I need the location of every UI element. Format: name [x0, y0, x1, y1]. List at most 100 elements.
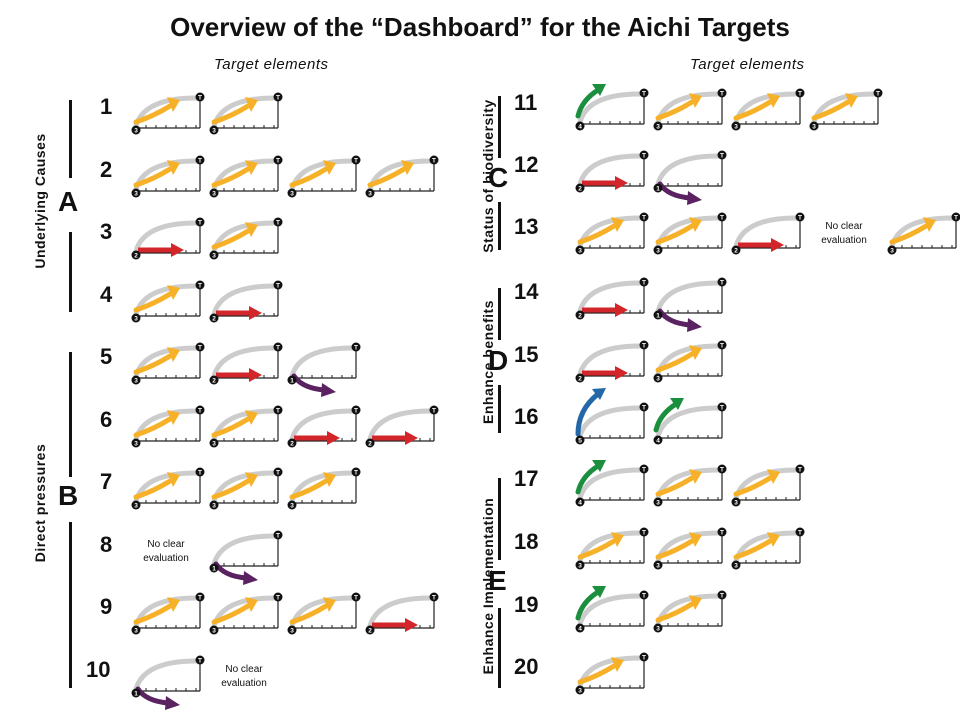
goal-a-line-bottom: [69, 232, 72, 312]
progress-gauge-yellow: T3: [209, 405, 283, 448]
goal-d-letter: D: [488, 345, 509, 376]
progress-gauge-yellow: T3: [131, 592, 205, 635]
svg-text:T: T: [276, 282, 280, 289]
target-number: 14: [514, 279, 539, 304]
progress-gauge-red: T2: [731, 212, 805, 255]
goal-c-letter: C: [488, 162, 509, 193]
svg-text:T: T: [720, 592, 724, 599]
progress-gauge-yellow: T3: [209, 592, 283, 635]
svg-text:T: T: [642, 404, 646, 411]
progress-gauge-yellow: T3: [209, 217, 283, 260]
goal-d-line-top: [498, 288, 501, 340]
progress-gauge-red: T2: [365, 405, 439, 448]
progress-gauge-yellow: T3: [809, 88, 883, 131]
goal-a-line-top: [69, 100, 72, 178]
progress-gauge-yellow: T3: [131, 342, 205, 385]
target-number: 5: [100, 344, 113, 369]
svg-text:T: T: [276, 469, 280, 476]
svg-text:T: T: [198, 157, 202, 164]
svg-text:3: 3: [578, 562, 582, 569]
svg-text:T: T: [642, 90, 646, 97]
svg-text:2: 2: [212, 377, 216, 384]
svg-text:T: T: [276, 532, 280, 539]
progress-gauge-yellow: T3: [653, 212, 727, 255]
svg-text:T: T: [354, 407, 358, 414]
progress-gauge-yellow: T3: [287, 592, 361, 635]
progress-gauge-purple: T1: [131, 655, 205, 710]
svg-text:3: 3: [734, 123, 738, 130]
svg-text:2: 2: [134, 252, 138, 259]
svg-text:3: 3: [134, 127, 138, 134]
progress-gauge-yellow: T3: [365, 155, 439, 198]
progress-gauge-yellow: T3: [209, 92, 283, 135]
svg-text:T: T: [198, 657, 202, 664]
progress-gauge-yellow: T3: [653, 88, 727, 131]
svg-text:3: 3: [656, 375, 660, 382]
svg-text:T: T: [720, 404, 724, 411]
svg-text:3: 3: [812, 123, 816, 130]
svg-text:T: T: [276, 407, 280, 414]
progress-gauge-yellow: T3: [575, 652, 649, 695]
progress-gauge-blue: T5: [575, 388, 649, 445]
progress-gauge-purple: T1: [653, 150, 727, 205]
svg-text:T: T: [720, 214, 724, 221]
target-number: 9: [100, 594, 113, 619]
progress-gauge-yellow: T3: [653, 527, 727, 570]
column-header-right: Target elements: [690, 56, 805, 73]
progress-gauge-yellow: T3: [287, 467, 361, 510]
target-number: 17: [514, 466, 539, 491]
svg-text:T: T: [720, 152, 724, 159]
svg-text:2: 2: [578, 185, 582, 192]
svg-text:T: T: [642, 654, 646, 661]
progress-gauge-yellow: T3: [209, 467, 283, 510]
svg-text:4: 4: [578, 123, 582, 130]
goal-d-line-bottom: [498, 385, 501, 433]
svg-text:3: 3: [656, 499, 660, 506]
target-number: 20: [514, 654, 539, 679]
progress-gauge-yellow: T3: [887, 212, 960, 255]
progress-gauge-yellow: T3: [131, 467, 205, 510]
svg-text:3: 3: [134, 315, 138, 322]
goal-b-line-bottom: [69, 522, 72, 688]
svg-text:T: T: [276, 157, 280, 164]
target-number: 2: [100, 157, 113, 182]
svg-text:T: T: [720, 342, 724, 349]
svg-text:3: 3: [212, 502, 216, 509]
progress-gauge-yellow: T3: [653, 340, 727, 383]
target-number: 13: [514, 214, 539, 239]
progress-gauge-green: T4: [575, 84, 649, 131]
svg-text:1: 1: [290, 377, 294, 384]
svg-text:3: 3: [656, 123, 660, 130]
svg-text:3: 3: [134, 502, 138, 509]
goal-e-line-bottom: [498, 608, 501, 688]
progress-gauge-purple: T1: [209, 530, 283, 585]
svg-text:3: 3: [212, 627, 216, 634]
goal-b-letter: B: [58, 480, 79, 511]
progress-gauge-red: T2: [575, 340, 649, 383]
progress-gauge-purple: T1: [287, 342, 361, 397]
target-number: 4: [100, 282, 113, 307]
progress-gauge-yellow: T3: [575, 527, 649, 570]
svg-text:T: T: [276, 594, 280, 601]
progress-gauge-yellow: T3: [131, 405, 205, 448]
svg-text:T: T: [198, 282, 202, 289]
goal-a-letter: A: [58, 186, 79, 217]
progress-gauge-purple: T1: [653, 277, 727, 332]
page-title: Overview of the “Dashboard” for the Aich…: [170, 12, 790, 42]
progress-gauge-red: T2: [131, 217, 205, 260]
target-number: 18: [514, 529, 539, 554]
svg-text:2: 2: [734, 247, 738, 254]
svg-text:3: 3: [656, 625, 660, 632]
svg-text:T: T: [720, 90, 724, 97]
svg-text:1: 1: [656, 185, 660, 192]
svg-text:T: T: [276, 94, 280, 101]
svg-text:3: 3: [734, 499, 738, 506]
progress-gauge-yellow: T3: [575, 212, 649, 255]
svg-text:T: T: [720, 466, 724, 473]
progress-gauge-red: T2: [209, 342, 283, 385]
progress-gauge-yellow: T3: [131, 92, 205, 135]
svg-text:3: 3: [290, 190, 294, 197]
svg-text:T: T: [432, 407, 436, 414]
svg-text:4: 4: [656, 437, 660, 444]
svg-text:3: 3: [290, 502, 294, 509]
